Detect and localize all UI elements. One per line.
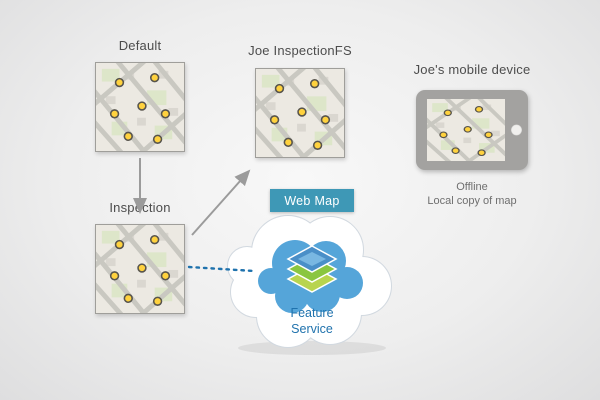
default-map-thumbnail (95, 62, 185, 152)
tablet-home-button-icon (511, 124, 522, 136)
feature-service-layers-icon (286, 245, 338, 293)
cloud-shadow (238, 341, 386, 355)
inspection-label: Inspection (109, 200, 171, 215)
map-icon (96, 225, 184, 313)
feature-service-label: Feature Service (290, 306, 334, 336)
map-icon (256, 69, 344, 157)
tablet-screen-map (427, 99, 505, 161)
arrow-inspection-to-joe-inspectionfs (191, 169, 251, 236)
map-icon (427, 99, 505, 161)
map-icon (96, 63, 184, 151)
joe-inspectionfs-map-thumbnail (255, 68, 345, 158)
offline-status-text: Offline (456, 181, 488, 193)
offline-detail-text: Local copy of map (427, 195, 517, 207)
web-map-cloud-icon (258, 240, 363, 313)
web-map-banner: Web Map (270, 189, 354, 212)
inspection-map-thumbnail (95, 224, 185, 314)
mobile-device-label: Joe's mobile device (413, 62, 531, 77)
default-version-label: Default (118, 38, 162, 53)
joe-inspectionfs-label: Joe InspectionFS (248, 43, 352, 58)
tablet-device-icon (416, 90, 528, 170)
dotted-connector-inspection-to-feature-service (187, 265, 256, 273)
